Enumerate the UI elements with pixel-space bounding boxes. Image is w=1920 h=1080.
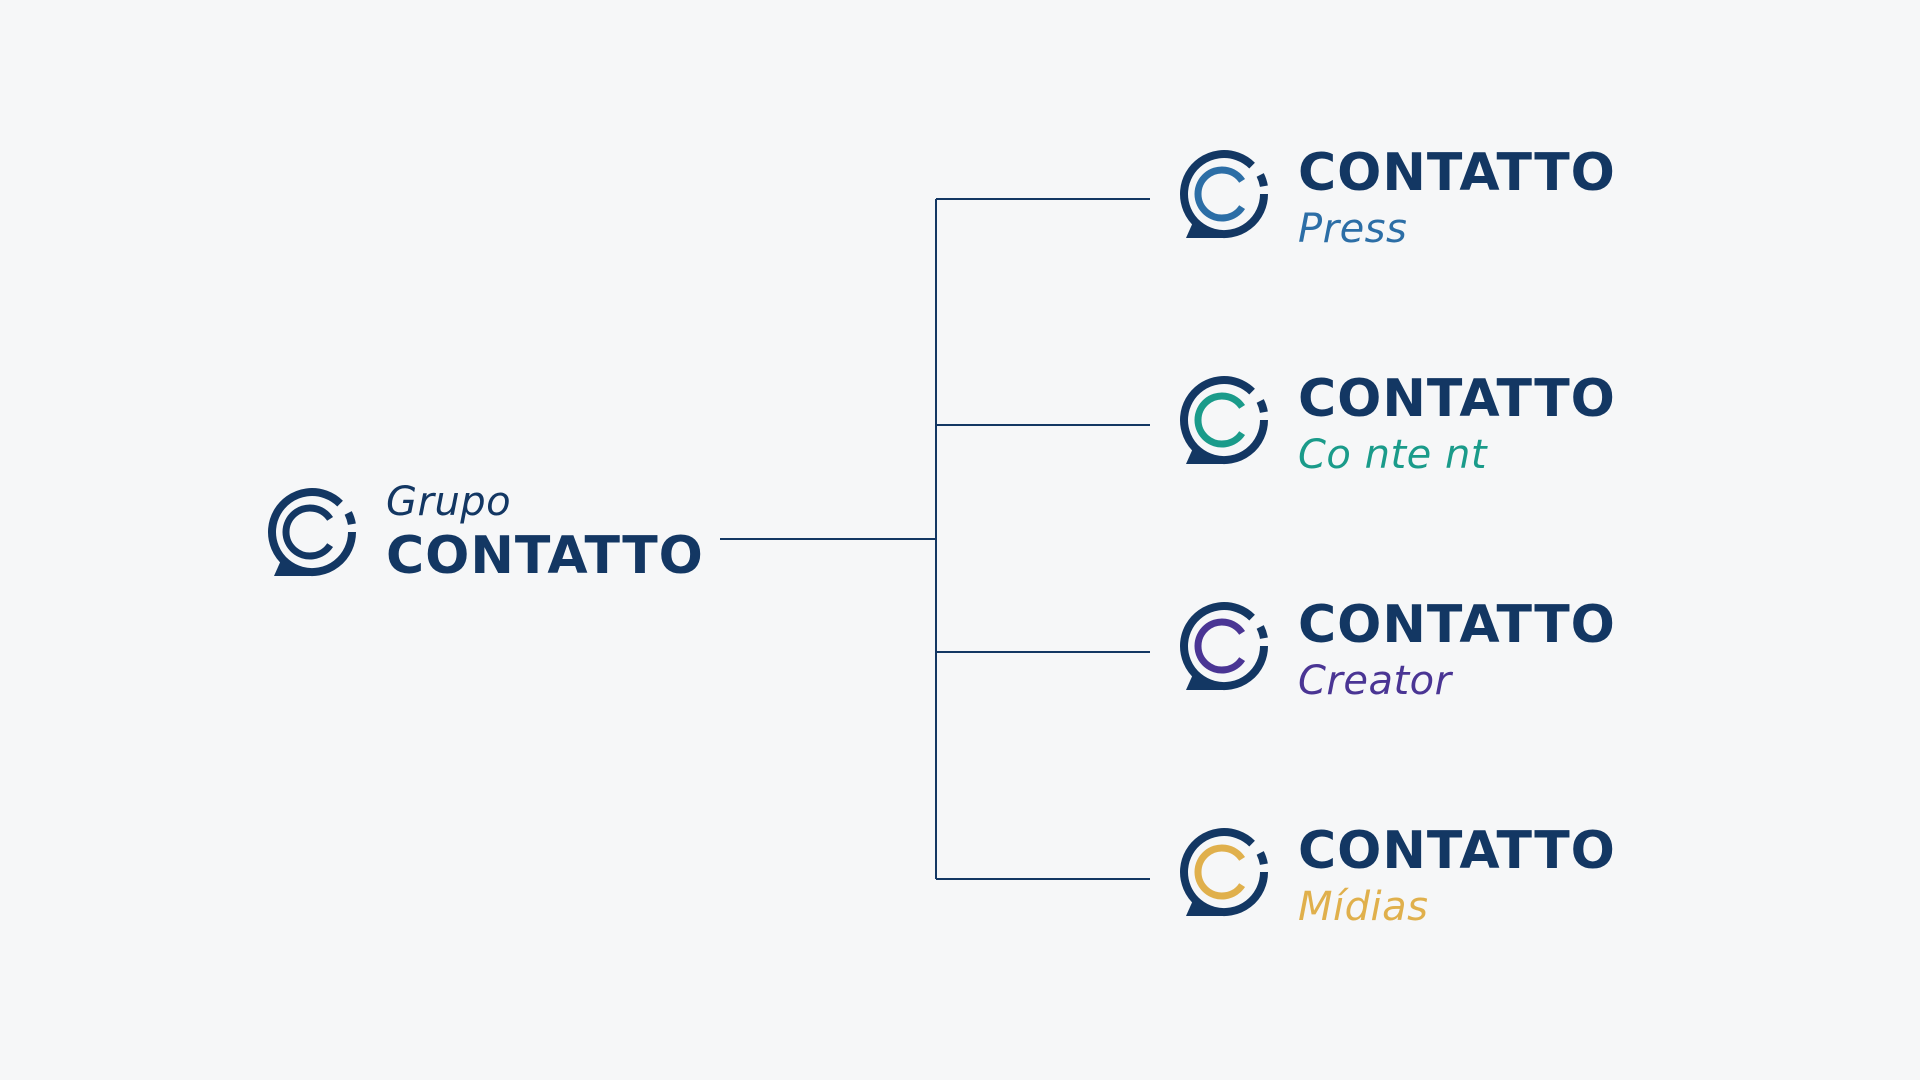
contatto-content-icon [1180, 376, 1268, 465]
contatto-creator-icon [1180, 602, 1268, 691]
brand-name: CONTATTO [1298, 369, 1616, 429]
brand-content: CONTATTO Co nte nt [1298, 368, 1616, 480]
brand-midias: CONTATTO Mídias [1298, 820, 1616, 932]
brand-sub-creator: Creator [1298, 658, 1452, 704]
brand-name: CONTATTO [1298, 595, 1616, 655]
brand-name: CONTATTO [1298, 143, 1616, 203]
parent-prefix: Grupo [386, 479, 512, 525]
contatto-speech-bubble-icon [268, 488, 356, 577]
parent-wordmark: Grupo CONTATTO [386, 478, 704, 586]
brand-name: CONTATTO [1298, 821, 1616, 881]
contatto-midias-icon [1180, 828, 1268, 917]
brand-sub-content: Co nte nt [1298, 432, 1488, 478]
brand-sub-press: Press [1298, 206, 1408, 252]
brand-press: CONTATTO Press [1298, 142, 1616, 254]
brand-sub-midias: Mídias [1298, 884, 1429, 930]
contatto-press-icon [1180, 150, 1268, 239]
parent-name: CONTATTO [386, 526, 704, 586]
brand-creator: CONTATTO Creator [1298, 594, 1616, 706]
